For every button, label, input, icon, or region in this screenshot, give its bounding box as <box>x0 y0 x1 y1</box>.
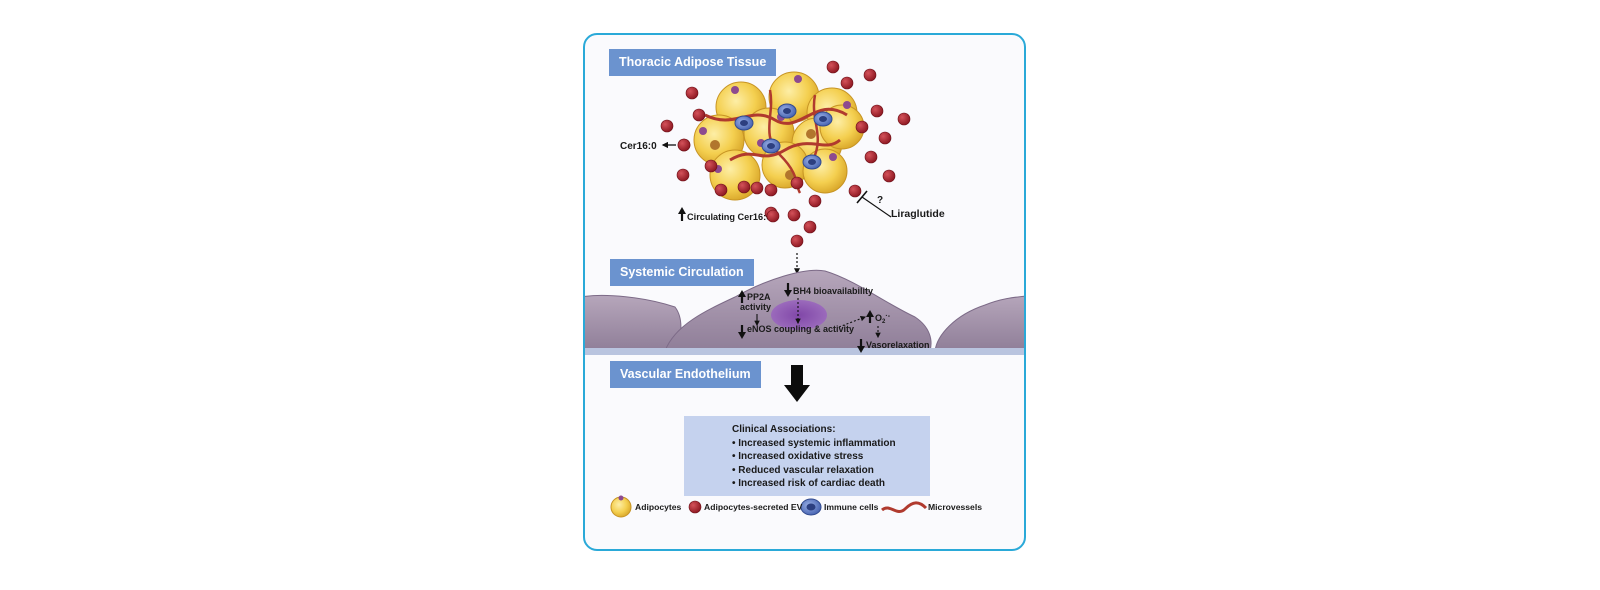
extracellular-vesicles <box>660 60 911 248</box>
clinical-item: Increased oxidative stress <box>732 450 930 464</box>
clinical-item: Reduced vascular relaxation <box>732 464 930 478</box>
svg-text:Circulating Cer16:0: Circulating Cer16:0 <box>687 212 771 222</box>
section-systemic-circulation: Systemic Circulation <box>610 259 754 286</box>
legend-adipocytes: Adipocytes <box>635 502 682 512</box>
clinical-list: Increased systemic inflammation Increase… <box>732 437 930 491</box>
legend-ev: Adipocytes-secreted EV <box>704 502 803 512</box>
svg-text:Vasorelaxation: Vasorelaxation <box>866 340 930 350</box>
svg-text:?: ? <box>877 195 883 206</box>
clinical-associations-box: Clinical Associations: Increased systemi… <box>684 416 930 496</box>
svg-text:O2·-: O2·- <box>875 313 891 325</box>
mechanism-annotations: PP2A activity BH4 bioavailability eNOS c… <box>738 283 930 353</box>
legend-immune-cells: Immune cells <box>824 502 879 512</box>
svg-text:BH4 bioavailability: BH4 bioavailability <box>793 286 873 296</box>
legend-icons <box>610 495 928 518</box>
endothelial-nucleus <box>771 300 827 330</box>
circulating-cer16: Circulating Cer16:0 <box>678 207 780 223</box>
svg-text:activity: activity <box>740 302 771 312</box>
clinical-item: Increased risk of cardiac death <box>732 477 930 491</box>
ev-legend-icon <box>688 500 702 514</box>
microvessel-legend-icon <box>881 501 928 514</box>
section-thoracic-adipose-tissue: Thoracic Adipose Tissue <box>609 49 777 76</box>
liraglutide-inhibition: ? Liraglutide <box>856 190 945 220</box>
liraglutide-label: Liraglutide <box>891 208 945 220</box>
graphical-abstract-panel: Cer16:0 Circulating Cer16:0 ? Liraglutid… <box>583 33 1026 551</box>
adipocyte-cluster <box>693 71 865 201</box>
cer16-label: Cer16:0 <box>620 141 657 152</box>
svg-text:PP2A: PP2A <box>747 292 771 302</box>
down-arrow-icon <box>784 365 810 402</box>
section-vascular-endothelium: Vascular Endothelium <box>610 361 761 388</box>
svg-text:eNOS coupling & activity: eNOS coupling & activity <box>747 324 854 334</box>
immune-cells <box>734 103 833 170</box>
clinical-item: Increased systemic inflammation <box>732 437 930 451</box>
legend-microvessels: Microvessels <box>928 502 982 512</box>
clinical-title: Clinical Associations: <box>732 424 836 435</box>
diagram-canvas: Cer16:0 Circulating Cer16:0 ? Liraglutid… <box>585 60 1024 518</box>
